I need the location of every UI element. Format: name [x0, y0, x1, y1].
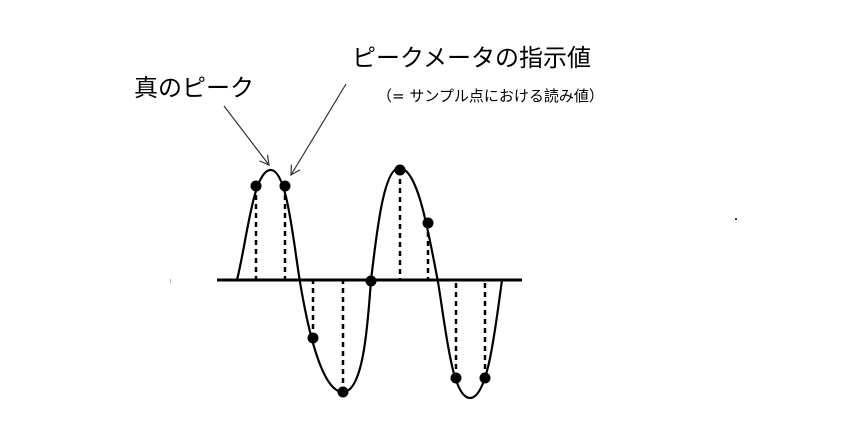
stray-tick [170, 279, 171, 283]
sample-point [337, 386, 349, 398]
sample-point [250, 180, 262, 192]
meter-reading-arrow [290, 83, 347, 177]
sample-point [422, 217, 434, 229]
true-peak-arrow [223, 105, 270, 166]
sample-reading-note: （= サンプル点における読み値） [377, 87, 604, 105]
sample-point [365, 275, 377, 287]
annotation-arrows [223, 83, 347, 177]
true-peak-label: 真のピーク [134, 74, 254, 102]
sample-stems [254, 170, 487, 392]
sample-point [479, 372, 491, 384]
sample-point [307, 332, 319, 344]
peak-meter-reading-label: ピークメータの指示値 [352, 44, 592, 72]
sample-point [279, 180, 291, 192]
sample-points [250, 164, 491, 398]
sample-point [394, 164, 406, 176]
stray-dot [735, 218, 737, 220]
sample-point [450, 372, 462, 384]
